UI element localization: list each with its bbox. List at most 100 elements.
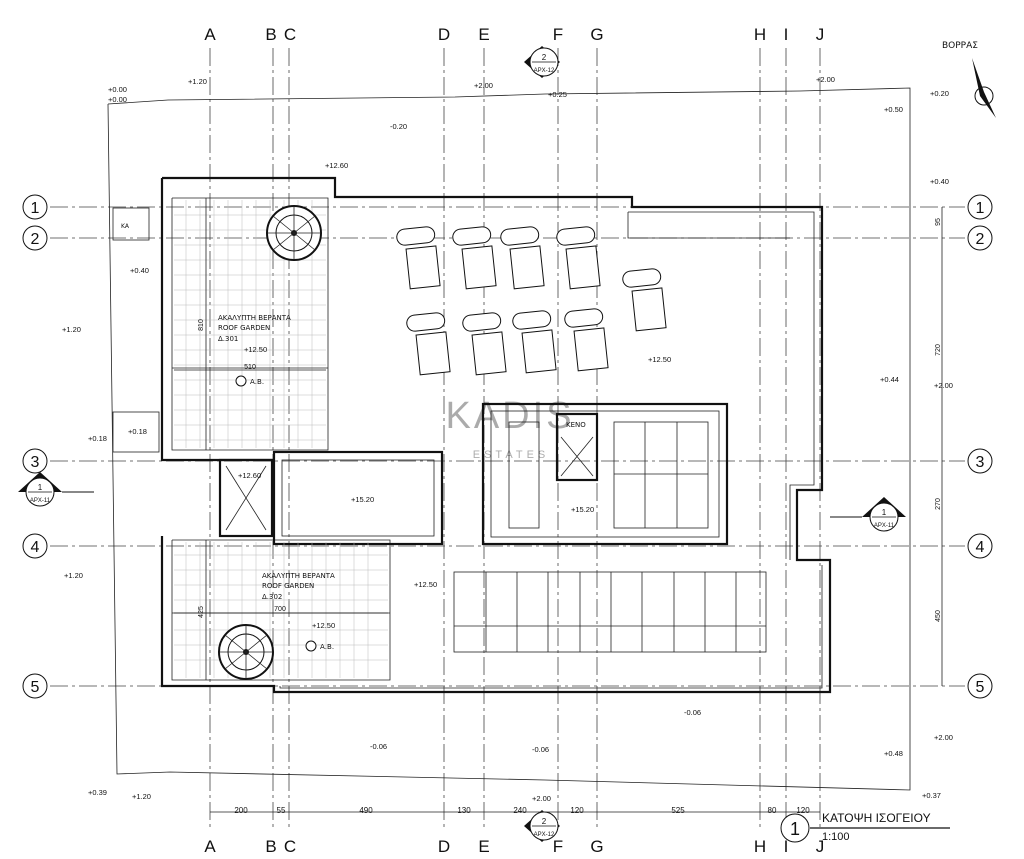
svg-text:+0.44: +0.44: [880, 375, 899, 384]
svg-text:-0.06: -0.06: [370, 742, 387, 751]
svg-text:Δ.301: Δ.301: [218, 335, 238, 343]
svg-text:+2.00: +2.00: [816, 75, 835, 84]
svg-text:+0.40: +0.40: [130, 266, 149, 275]
spiral-stair-1: [266, 205, 322, 261]
grid-row-2-right: 2: [976, 231, 985, 248]
watermark: KADIS ESTATES: [445, 395, 574, 461]
svg-text:-0.20: -0.20: [390, 122, 407, 131]
svg-text:+0.20: +0.20: [930, 89, 949, 98]
section-mark-bottom: 2 ΑΡΧ-12: [524, 810, 560, 842]
spiral-stair-2: [218, 624, 274, 680]
dimension-inner: 810 510 425 700: [174, 198, 388, 680]
grid-col-d-top: D: [438, 25, 450, 44]
svg-text:200: 200: [234, 806, 248, 815]
svg-text:Α.Β.: Α.Β.: [250, 378, 264, 386]
svg-text:+1.20: +1.20: [64, 571, 83, 580]
grid-col-c-bottom: C: [284, 837, 296, 856]
room-label-roof-garden-1: ΑΚΑΛΥΠΤΗ ΒΕΡΑΝΤΑ ROOF GARDEN Δ.301 Α.Β.: [218, 314, 291, 387]
grid-col-i-bottom: I: [784, 837, 789, 856]
svg-text:+15.20: +15.20: [351, 495, 374, 504]
svg-text:2: 2: [542, 817, 547, 826]
grid-bubbles-right: 1 2 3 4 5: [967, 194, 993, 699]
building-outline: [112, 176, 832, 694]
svg-text:Α.Β.: Α.Β.: [320, 643, 334, 651]
svg-text:ROOF GARDEN: ROOF GARDEN: [262, 582, 314, 590]
grid-row-2-left: 2: [31, 231, 40, 248]
svg-text:+2.00: +2.00: [474, 81, 493, 90]
drawing-title: ΚΑΤΟΨΗ ΙΣΟΓΕΙΟΥ: [822, 811, 931, 825]
svg-text:-0.06: -0.06: [684, 708, 701, 717]
svg-text:270: 270: [935, 498, 942, 510]
svg-text:700: 700: [274, 606, 286, 613]
grid-bubbles-left: 1 2 3 4 5: [22, 194, 48, 699]
north-arrow-icon: [972, 58, 996, 118]
grid-col-e-top: E: [478, 25, 489, 44]
svg-text:120: 120: [796, 806, 810, 815]
svg-text:+0.25: +0.25: [548, 90, 567, 99]
svg-text:510: 510: [244, 364, 256, 371]
svg-text:720: 720: [935, 344, 942, 356]
grid-bubbles-bottom: A B C D E F G H I J: [204, 837, 824, 856]
svg-text:80: 80: [768, 806, 777, 815]
grid-lines: [50, 48, 965, 830]
grid-col-g-top: G: [590, 25, 603, 44]
void-label: ΚΕΝΟ: [566, 421, 586, 429]
drawing-scale: 1:100: [822, 831, 850, 843]
grid-col-c-top: C: [284, 25, 296, 44]
room-label-roof-garden-2: ΑΚΑΛΥΠΤΗ ΒΕΡΑΝΤΑ ROOF GARDEN Δ.302 Α.Β.: [262, 572, 335, 652]
grid-row-3-right: 3: [976, 454, 985, 471]
svg-text:425: 425: [198, 606, 205, 618]
svg-text:+0.39: +0.39: [88, 788, 107, 797]
svg-text:+1.20: +1.20: [188, 77, 207, 86]
svg-text:KADIS: KADIS: [445, 395, 574, 437]
sun-loungers: [396, 226, 667, 376]
grid-col-b-bottom: B: [265, 837, 276, 856]
svg-text:2: 2: [542, 53, 547, 62]
grid-col-e-bottom: E: [478, 837, 489, 856]
grid-row-1-right: 1: [976, 200, 985, 217]
svg-text:+0.50: +0.50: [884, 105, 903, 114]
grid-row-3-left: 3: [31, 454, 40, 471]
svg-text:+0.40: +0.40: [930, 177, 949, 186]
svg-text:+12.50: +12.50: [244, 345, 267, 354]
grid-col-h-bottom: H: [754, 837, 766, 856]
svg-text:+0.00: +0.00: [108, 85, 127, 94]
svg-text:ROOF GARDEN: ROOF GARDEN: [218, 324, 270, 332]
svg-text:+12.50: +12.50: [648, 355, 671, 364]
dimension-bottom: 200 55 490 130 240 120 525 80 120: [210, 806, 820, 815]
plot-boundary: [107, 87, 911, 791]
svg-text:810: 810: [198, 319, 205, 331]
grid-col-j-top: J: [816, 25, 825, 44]
grid-col-b-top: B: [265, 25, 276, 44]
grid-col-g-bottom: G: [590, 837, 603, 856]
svg-text:525: 525: [671, 806, 685, 815]
svg-text:+12.60: +12.60: [238, 471, 261, 480]
grid-row-5-left: 5: [31, 679, 40, 696]
svg-text:490: 490: [359, 806, 373, 815]
svg-text:+2.00: +2.00: [934, 381, 953, 390]
north-arrow: ΒΟΡΡΑΣ: [942, 41, 996, 118]
grid-row-1-left: 1: [31, 200, 40, 217]
svg-text:ΑΡΧ-12: ΑΡΧ-12: [534, 68, 555, 74]
svg-text:130: 130: [457, 806, 471, 815]
svg-text:+0.00: +0.00: [108, 95, 127, 104]
svg-text:ΑΡΧ-12: ΑΡΧ-12: [534, 832, 555, 838]
grid-col-i-top: I: [784, 25, 789, 44]
svg-text:+0.37: +0.37: [922, 791, 941, 800]
drawing-number: 1: [790, 819, 800, 839]
grid-row-5-right: 5: [976, 679, 985, 696]
svg-text:+12.50: +12.50: [414, 580, 437, 589]
grid-col-a-top: A: [204, 25, 216, 44]
svg-text:95: 95: [935, 218, 942, 226]
ka-tag: ΚΑ: [121, 223, 130, 230]
svg-text:1: 1: [882, 508, 887, 517]
svg-text:+0.18: +0.18: [88, 434, 107, 443]
svg-text:ΑΚΑΛΥΠΤΗ ΒΕΡΑΝΤΑ: ΑΚΑΛΥΠΤΗ ΒΕΡΑΝΤΑ: [218, 314, 291, 322]
grid-col-a-bottom: A: [204, 837, 216, 856]
section-mark-left: 1 ΑΡΧ-11: [18, 472, 94, 507]
svg-text:Δ.302: Δ.302: [262, 593, 282, 601]
svg-text:1: 1: [38, 483, 43, 492]
title-block: 1 ΚΑΤΟΨΗ ΙΣΟΓΕΙΟΥ 1:100: [780, 811, 950, 843]
grid-col-h-top: H: [754, 25, 766, 44]
